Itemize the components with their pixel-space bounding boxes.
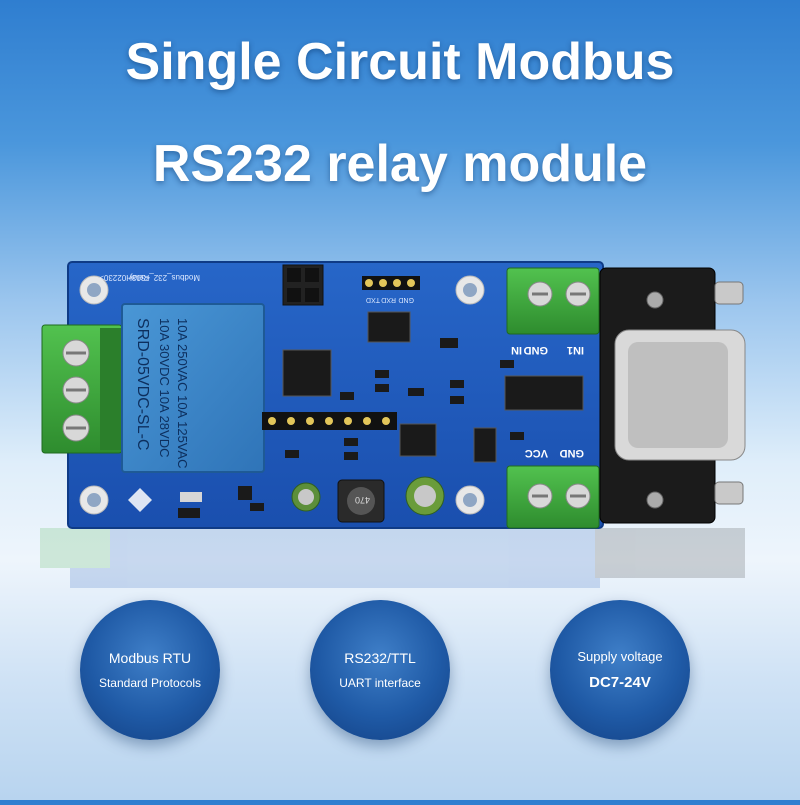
pin-header-p1	[262, 412, 397, 430]
inductor-value: 470	[355, 495, 370, 505]
silk-gnd: GND	[398, 296, 414, 303]
feature-voltage-title: Supply voltage	[577, 649, 663, 664]
chip-rs232	[504, 375, 584, 411]
silk-board-name: Modbus_232_Relay	[129, 273, 200, 282]
board-reflection	[40, 528, 745, 588]
relay: 10A 250VAC 10A 125VAC 10A 30VDC 10A 28VD…	[121, 303, 265, 473]
feature-interface-title: RS232/TTL	[344, 650, 416, 666]
feature-voltage-value: DC7-24V	[589, 674, 651, 691]
feature-protocol-subtitle: Standard Protocols	[98, 676, 202, 690]
silk-in: IN	[511, 344, 522, 356]
chip-u1	[399, 423, 437, 457]
feature-interface: RS232/TTL UART interface	[310, 600, 450, 740]
relay-rating-2: 10A 30VDC 10A 28VDC	[157, 318, 172, 457]
title-line-1: Single Circuit Modbus	[125, 33, 675, 91]
feature-voltage: Supply voltage DC7-24V	[550, 600, 690, 740]
silk-code: <303H02230>	[99, 273, 150, 282]
mounting-holes	[79, 275, 485, 515]
feature-protocol-title: Modbus RTU	[108, 650, 192, 666]
relay-model: SRD-05VDC-SL-C	[134, 318, 151, 450]
chip-regulator	[367, 311, 411, 343]
chip-sot	[473, 427, 497, 463]
capacitor-right	[405, 476, 445, 516]
inductor: 470	[337, 479, 385, 523]
power-terminal-block	[506, 465, 600, 529]
brand-logo	[128, 488, 152, 512]
feature-protocol: Modbus RTU Standard Protocols	[80, 600, 220, 740]
silk-rxd: RXD	[381, 296, 396, 303]
chip-mcu	[282, 349, 332, 397]
silk-gnd-top: GND	[524, 344, 549, 356]
smd-components	[178, 338, 524, 518]
capacitor-left	[291, 482, 321, 512]
silk-in1: IN1	[567, 344, 584, 356]
relay-rating-1: 10A 250VAC 10A 125VAC	[175, 318, 190, 469]
silk-vcc: VCC	[525, 447, 548, 459]
db9-connector	[599, 267, 746, 524]
left-terminal-block	[41, 324, 123, 454]
feature-interface-subtitle: UART interface	[339, 676, 421, 690]
title-line-2: RS232 relay module	[152, 135, 648, 193]
top-terminal-block	[506, 267, 600, 335]
silk-gnd-power: GND	[560, 447, 585, 459]
jumper-header	[282, 264, 324, 306]
uart-pin-header: TXD RXD GND	[362, 276, 420, 303]
silk-txd: TXD	[366, 296, 380, 303]
